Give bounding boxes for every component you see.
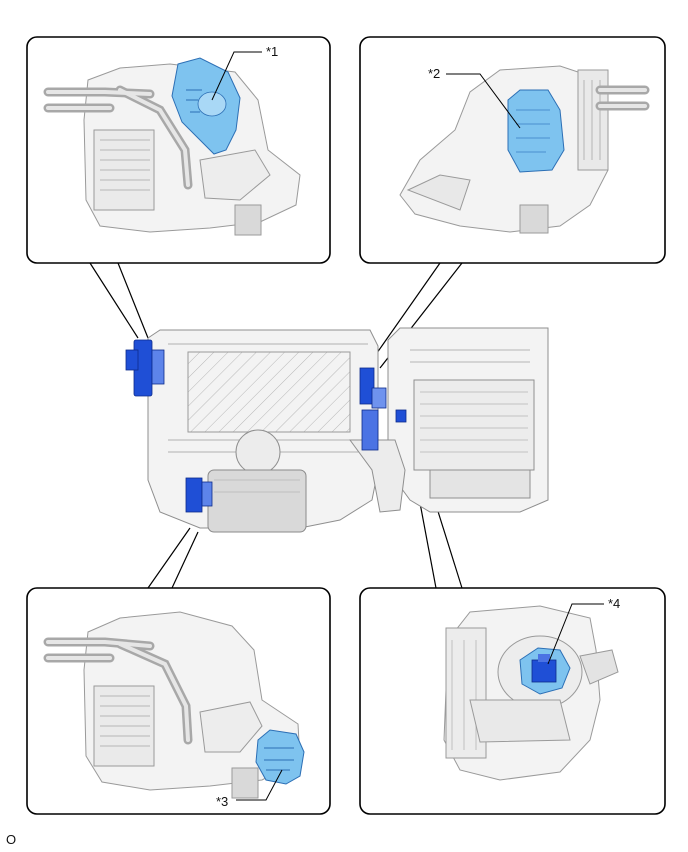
callout-4: *4 [547,596,620,665]
blower-unit-front-view [443,605,619,781]
callout-2-label: *2 [428,66,440,81]
detail-panel-4: *4 [359,587,666,815]
main-hvac-assembly [125,327,549,533]
blower-housing [387,327,549,513]
highlighted-component-4 [519,647,571,695]
callout-1-label: *1 [266,44,278,59]
callout-3-label: *3 [216,794,228,809]
detail-panel-2: *2 [359,36,666,264]
callout-2: *2 [428,66,521,129]
highlighted-component-3 [255,729,305,785]
blue-connectors [125,339,407,513]
callout-1: *1 [211,44,278,101]
highlighted-component-2 [507,89,565,173]
hvac-unit-side-view-1 [83,63,301,236]
callout-4-label: *4 [608,596,620,611]
evaporator-case [147,329,406,533]
callout-3: *3 [216,769,283,809]
detail-panel-1: *1 [26,36,331,264]
figure-code: O [6,832,17,847]
detail-panel-3: *3 [26,587,331,815]
highlighted-component-1 [171,57,241,155]
